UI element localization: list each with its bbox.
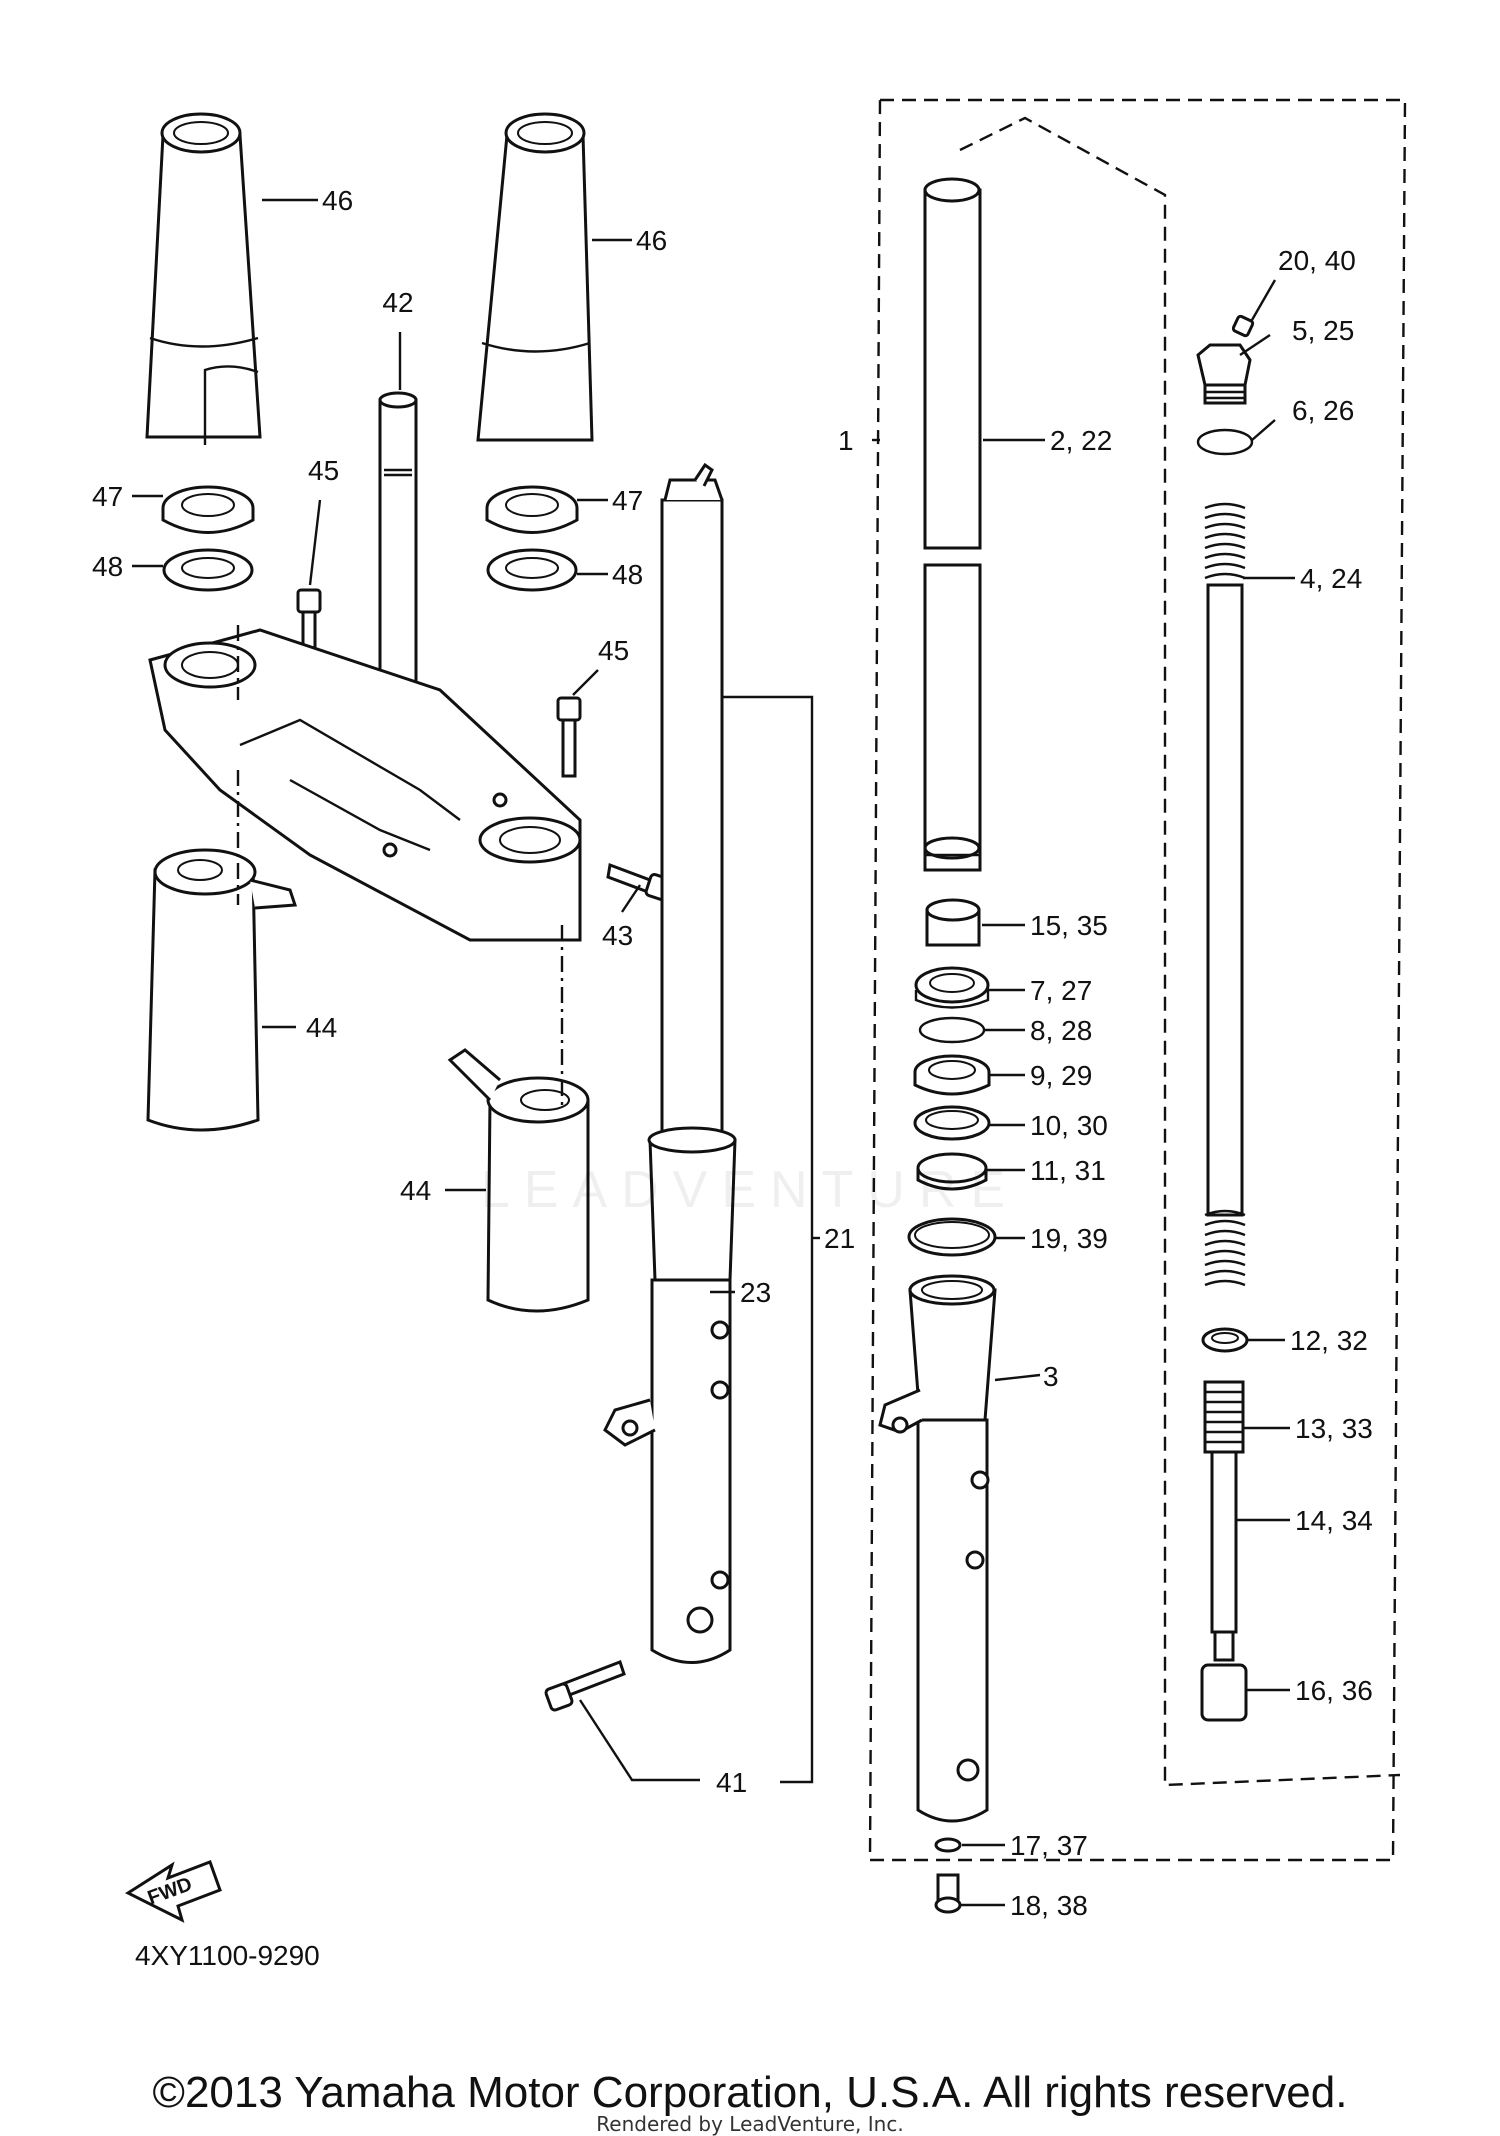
callout-15-35: 15, 35: [1030, 910, 1108, 941]
assembly-1-boundary: [868, 98, 1407, 1862]
callout-20-40: 20, 40: [1278, 245, 1356, 276]
front-fork-assembly[interactable]: [603, 462, 737, 1664]
inner-tube-44-right[interactable]: [447, 1048, 590, 1313]
fwd-arrow-icon: FWD: [124, 1860, 222, 1923]
callout-3: 3: [1043, 1361, 1059, 1392]
callout-4-24: 4, 24: [1300, 563, 1362, 594]
leader-41: [578, 1699, 700, 1782]
callout-47-left: 47: [92, 481, 123, 512]
fork-spring-4-24[interactable]: [1204, 502, 1246, 1287]
callout-10-30: 10, 30: [1030, 1110, 1108, 1141]
bushing-15-35[interactable]: [925, 898, 981, 947]
clip-8-28[interactable]: [918, 1016, 986, 1044]
callout-46-right: 46: [636, 225, 667, 256]
callout-5-25: 5, 25: [1292, 315, 1354, 346]
callout-44-left: 44: [306, 1012, 337, 1043]
callout-43: 43: [602, 920, 633, 951]
ring-12-32[interactable]: [1201, 1327, 1249, 1353]
callout-16-36: 16, 36: [1295, 1675, 1373, 1706]
diagram-code: 4XY1100-9290: [135, 1940, 320, 1971]
inner-leader-box: [959, 116, 1401, 1787]
bracket-21-23: [722, 695, 814, 1784]
inner-tube-44-left[interactable]: [146, 848, 298, 1132]
washer-17-37[interactable]: [934, 1837, 962, 1853]
callout-1: 1: [838, 425, 854, 456]
callout-11-31: 11, 31: [1030, 1155, 1106, 1186]
rendered-by: Rendered by LeadVenture, Inc.: [596, 2112, 904, 2136]
washer-10-30[interactable]: [913, 1105, 991, 1141]
callout-9-29: 9, 29: [1030, 1060, 1092, 1091]
callout-2-22: 2, 22: [1050, 425, 1112, 456]
bolt-20-40[interactable]: [1231, 314, 1255, 338]
callout-19-39: 19, 39: [1030, 1223, 1108, 1254]
callout-17-37: 17, 37: [1010, 1830, 1088, 1861]
callout-45-left: 45: [308, 455, 339, 486]
copyright-notice: ©2013 Yamaha Motor Corporation, U.S.A. A…: [152, 2068, 1348, 2117]
cap-bolt-5-25[interactable]: [1196, 343, 1252, 405]
oil-lock-piece-16-36[interactable]: [1200, 1663, 1248, 1722]
seal-9-29[interactable]: [913, 1054, 991, 1096]
callout-46-left: 46: [322, 185, 353, 216]
damper-rod-14-34[interactable]: [1210, 1450, 1238, 1662]
callout-47-right: 47: [612, 485, 643, 516]
lower-tube-3[interactable]: [878, 1274, 997, 1823]
leader-lines: [132, 198, 1295, 1907]
o-ring-6-26[interactable]: [1196, 428, 1254, 456]
callout-44-right: 44: [400, 1175, 431, 1206]
callout-13-33: 13, 33: [1295, 1413, 1373, 1444]
fork-cover-left[interactable]: [145, 112, 262, 445]
bolt-45-right[interactable]: [556, 696, 582, 778]
under-bracket[interactable]: [148, 628, 582, 942]
bolt-41[interactable]: [544, 1660, 626, 1712]
callout-12-32: 12, 32: [1290, 1325, 1368, 1356]
bolt-18-38[interactable]: [934, 1873, 962, 1914]
callout-23: 23: [740, 1277, 771, 1308]
washer-48-right[interactable]: [486, 548, 578, 592]
callout-21: 21: [824, 1223, 855, 1254]
callout-14-34: 14, 34: [1295, 1505, 1373, 1536]
callout-41: 41: [716, 1767, 747, 1798]
bushing-11-31[interactable]: [916, 1152, 988, 1191]
callout-7-27: 7, 27: [1030, 975, 1092, 1006]
ring-19-39[interactable]: [907, 1217, 997, 1257]
seal-47-right[interactable]: [485, 485, 579, 534]
callout-18-38: 18, 38: [1010, 1890, 1088, 1921]
washer-48-left[interactable]: [162, 548, 254, 592]
callout-8-28: 8, 28: [1030, 1015, 1092, 1046]
callout-48-left: 48: [92, 551, 123, 582]
callout-45-right: 45: [598, 635, 629, 666]
callout-42: 42: [382, 287, 413, 318]
rebound-spring-13-33[interactable]: [1203, 1380, 1245, 1454]
outer-tube[interactable]: [923, 177, 982, 872]
watermark: LEADVENTURE: [480, 1161, 1020, 1219]
callout-48-right: 48: [612, 559, 643, 590]
oil-seal-7-27[interactable]: [914, 966, 990, 1009]
callout-6-26: 6, 26: [1292, 395, 1354, 426]
fork-cover-right[interactable]: [476, 112, 594, 442]
seal-47-left[interactable]: [161, 485, 255, 534]
